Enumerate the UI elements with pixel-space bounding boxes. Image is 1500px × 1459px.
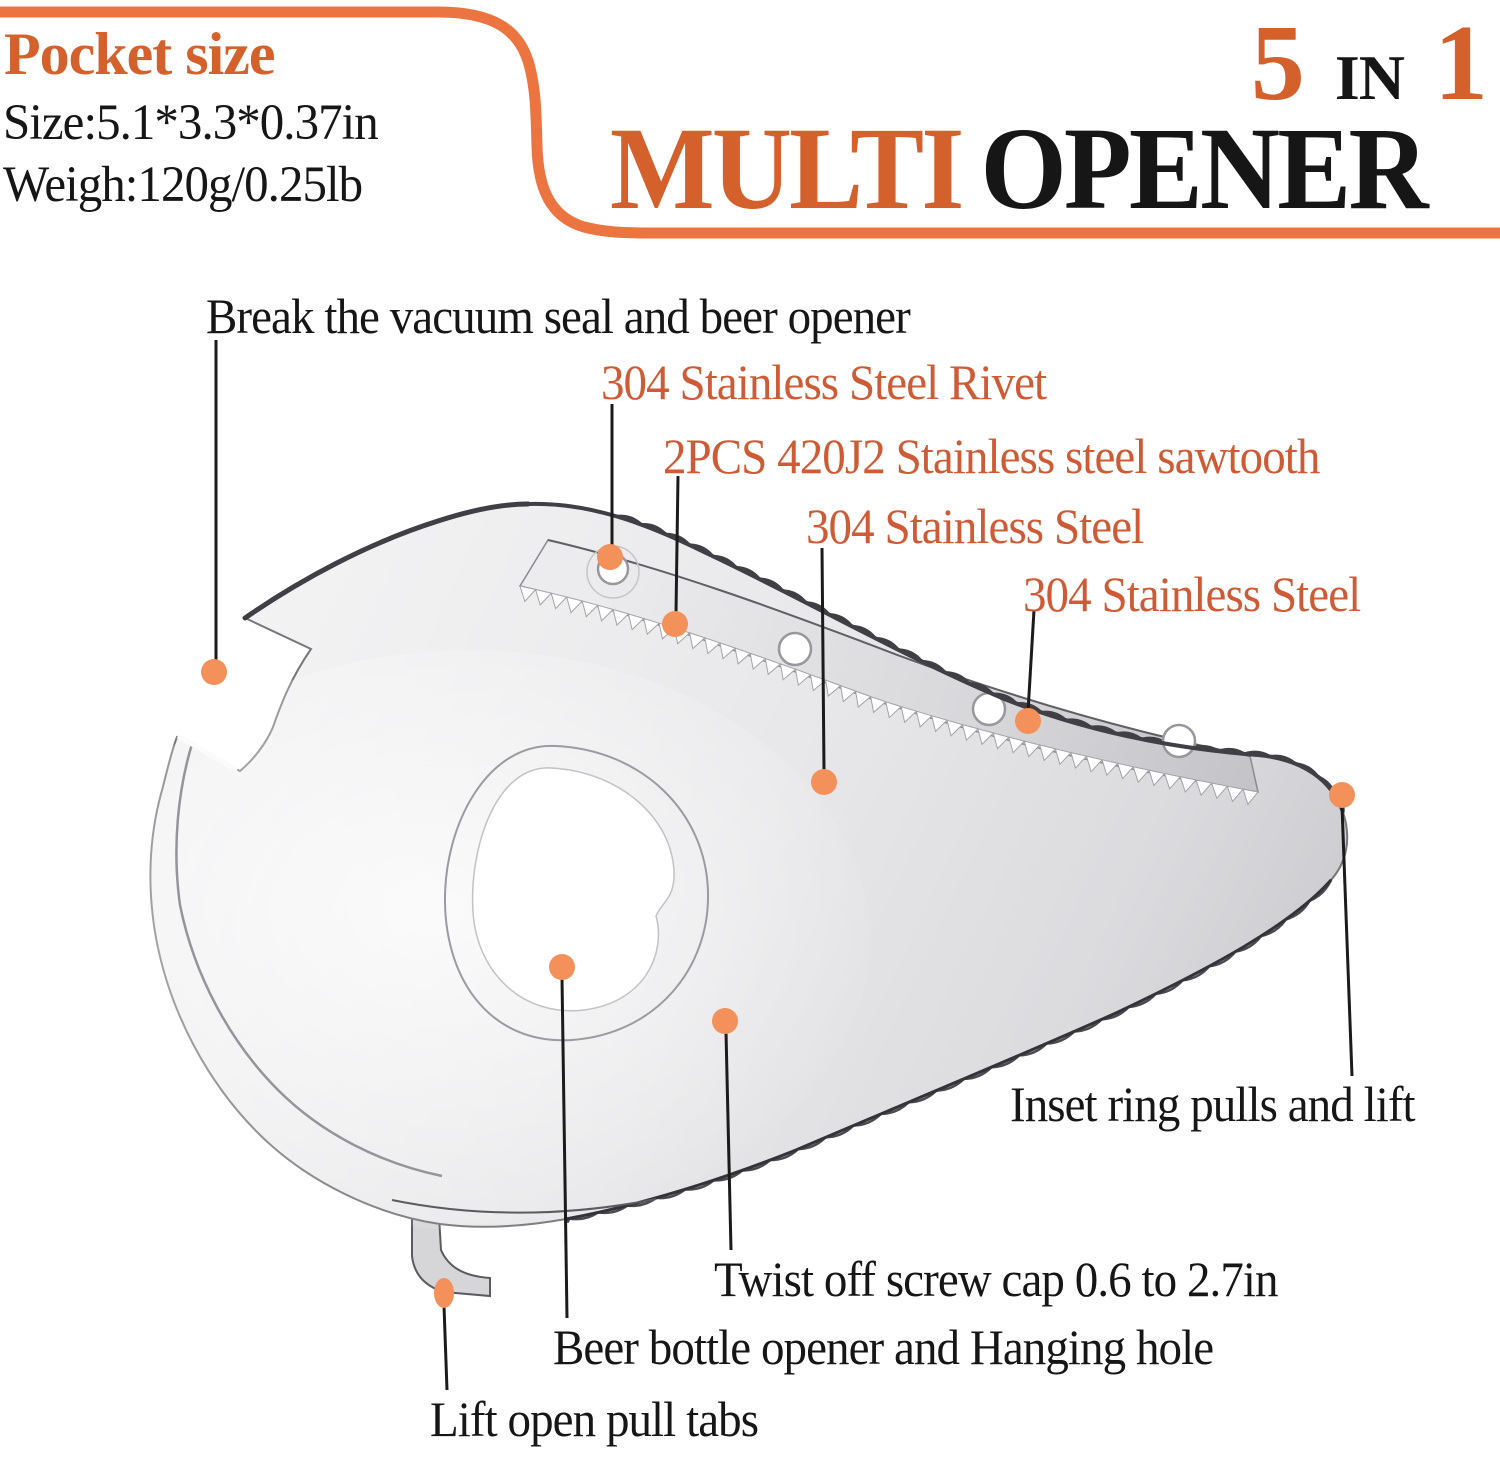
label-lift: Lift open pull tabs — [430, 1391, 759, 1447]
size-spec: Size:5.1*3.3*0.37in — [3, 95, 379, 151]
top-edge — [527, 501, 1345, 813]
callout-dot-lift — [434, 1278, 454, 1308]
callout-line-steel-right — [1026, 609, 1036, 713]
label-steel-mid: 304 Stainless Steel — [806, 498, 1144, 554]
callout-dot-sawtooth — [662, 611, 688, 637]
callout-line-steel-mid — [820, 547, 826, 772]
label-break-seal: Break the vacuum seal and beer opener — [206, 288, 911, 344]
callout-line-lift — [442, 1305, 449, 1391]
top-left-edge — [242, 501, 531, 621]
callout-line-inset — [1340, 805, 1354, 1077]
callout-dots — [201, 544, 1355, 1308]
hook-tab — [411, 1215, 491, 1298]
bottom-inner-line — [391, 1198, 657, 1214]
callout-line-twist — [724, 1031, 733, 1251]
five-in-one-badge: 5 IN 1 — [1251, 10, 1488, 118]
callout-dot-beer — [549, 954, 575, 980]
label-twist: Twist off screw cap 0.6 to 2.7in — [714, 1251, 1279, 1307]
bottom-left-rim-inner — [175, 743, 443, 1178]
title-multi: MULTI — [610, 103, 964, 234]
badge-in: IN — [1334, 42, 1405, 113]
callout-dot-break — [201, 659, 227, 685]
label-sawtooth: 2PCS 420J2 Stainless steel sawtooth — [663, 428, 1320, 484]
title-opener: OPENER — [980, 103, 1428, 234]
bottle-opener-ring — [443, 744, 710, 1042]
callout-lines — [214, 340, 1354, 1391]
label-inset: Inset ring pulls and lift — [1010, 1076, 1416, 1132]
callout-line-beer — [560, 977, 569, 1319]
notch-slit — [176, 733, 239, 773]
callout-line-sawtooth — [674, 475, 680, 614]
callout-dot-inset — [1329, 782, 1355, 808]
body-highlight — [70, 650, 870, 1230]
badge-five: 5 — [1250, 4, 1305, 123]
bottle-opener-hole — [471, 767, 675, 1012]
swoosh-line — [0, 6, 1500, 239]
weight-spec: Weigh:120g/0.25lb — [3, 157, 363, 213]
strip-top-line — [547, 539, 1251, 757]
rivet-hole — [777, 631, 813, 667]
sawtooth-teeth — [519, 585, 1259, 806]
callout-dot-twist — [712, 1008, 738, 1034]
pocket-size-title: Pocket size — [4, 21, 276, 87]
label-rivet: 304 Stainless Steel Rivet — [601, 354, 1047, 410]
rivet-hole — [1161, 723, 1197, 759]
callout-dot-rivet — [597, 544, 623, 570]
label-steel-right: 304 Stainless Steel — [1023, 566, 1361, 622]
callout-dot-steel-right — [1015, 708, 1041, 734]
badge-one: 1 — [1434, 4, 1488, 123]
bottom-right-edge — [565, 879, 1333, 1221]
callout-dot-steel-mid — [811, 769, 837, 795]
label-beer: Beer bottle opener and Hanging hole — [553, 1319, 1214, 1375]
